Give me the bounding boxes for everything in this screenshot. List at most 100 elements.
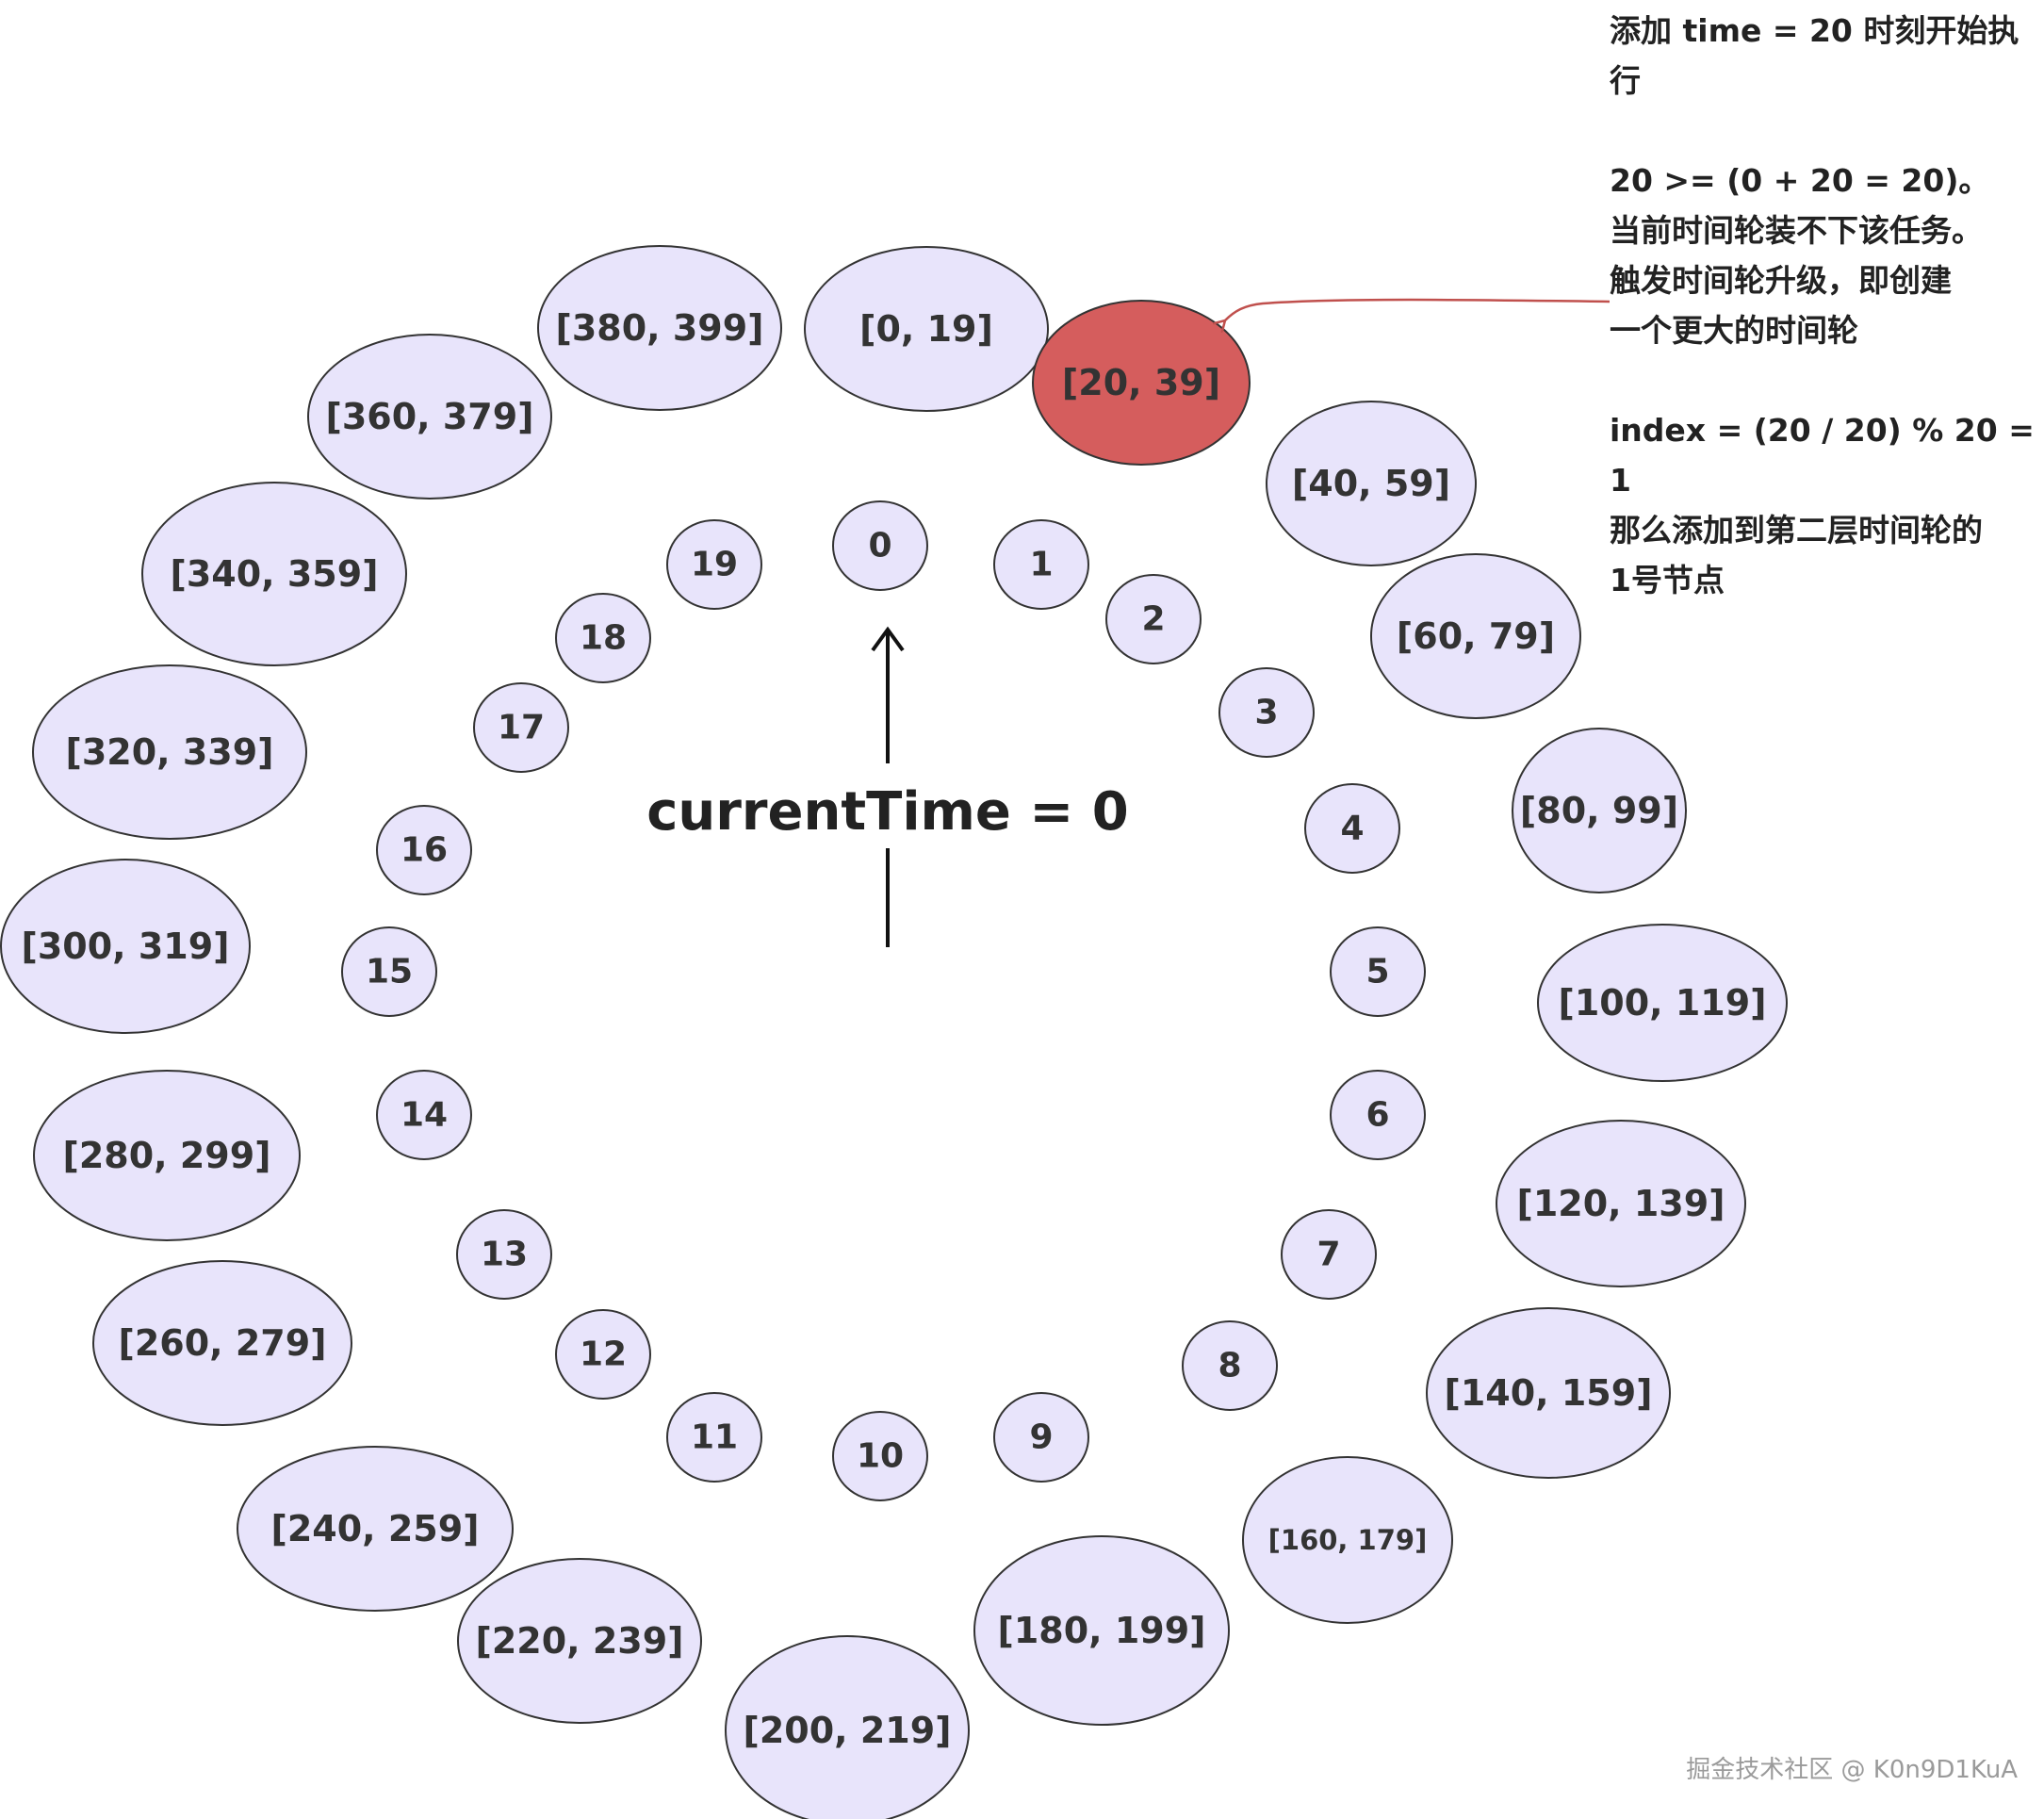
annotation-line: 1号节点: [1610, 562, 1725, 598]
outer-node-shape: [973, 1535, 1230, 1726]
outer-node: [0, 19]: [804, 246, 1049, 412]
inner-node: 2: [1105, 574, 1202, 664]
inner-node-shape: [1330, 926, 1426, 1017]
inner-node-label: 14: [401, 1096, 448, 1135]
outer-node: [240, 259]: [237, 1446, 514, 1612]
inner-node-shape: [1218, 667, 1315, 758]
outer-node-label: [180, 199]: [997, 1610, 1205, 1651]
annotation-line: 行: [1610, 62, 1641, 99]
inner-node-label: 10: [857, 1437, 904, 1476]
outer-node-label: [300, 319]: [21, 926, 229, 967]
annotation-line: 当前时间轮装不下该任务。: [1610, 212, 1983, 249]
outer-node-label: [380, 399]: [555, 307, 763, 349]
outer-ring: [0, 19] [20, 39] [40, 59] [60, 79] [80, 99] […: [0, 245, 1788, 1819]
outer-node-label: [120, 139]: [1516, 1183, 1725, 1224]
inner-node-label: 0: [868, 527, 891, 565]
outer-node: [140, 159]: [1426, 1307, 1671, 1479]
outer-node-highlighted: [20, 39]: [1032, 300, 1251, 466]
outer-node: [180, 199]: [973, 1535, 1230, 1726]
outer-node-label: [320, 339]: [65, 731, 273, 773]
outer-node-shape: [32, 664, 307, 840]
inner-node: 14: [376, 1070, 472, 1160]
outer-node-label: [220, 239]: [475, 1620, 683, 1662]
outer-node-label: [160, 179]: [1268, 1524, 1428, 1556]
outer-node-shape: [1426, 1307, 1671, 1479]
outer-node: [360, 379]: [307, 334, 552, 500]
inner-node-shape: [666, 519, 762, 610]
inner-node-shape: [555, 593, 651, 683]
inner-node-shape: [1182, 1320, 1278, 1411]
inner-node-label: 13: [481, 1236, 528, 1274]
inner-node-label: 11: [691, 1418, 738, 1457]
outer-node: [200, 219]: [725, 1635, 970, 1819]
annotation-line: 一个更大的时间轮: [1610, 312, 1858, 349]
inner-node: 18: [555, 593, 651, 683]
inner-node: 16: [376, 805, 472, 895]
outer-node-shape: [141, 482, 407, 666]
outer-node-label: [40, 59]: [1292, 463, 1450, 504]
outer-node: [100, 119]: [1537, 924, 1788, 1082]
outer-node-shape: [725, 1635, 970, 1819]
inner-node: 6: [1330, 1070, 1426, 1160]
outer-node: [280, 299]: [33, 1070, 301, 1241]
inner-node-shape: [1105, 574, 1202, 664]
outer-node-shape: [1496, 1120, 1746, 1287]
outer-node-label: [240, 259]: [270, 1508, 479, 1549]
inner-node-label: 8: [1218, 1347, 1241, 1385]
outer-node-label: [80, 99]: [1520, 790, 1678, 831]
outer-node-label: [140, 159]: [1444, 1372, 1652, 1414]
inner-node-label: 9: [1029, 1418, 1053, 1457]
outer-node-label: [100, 119]: [1558, 982, 1766, 1024]
outer-node-label: [0, 19]: [859, 308, 993, 350]
inner-node-shape: [993, 1392, 1089, 1483]
outer-node-label: [260, 279]: [118, 1322, 326, 1364]
current-time-label: currentTime = 0: [646, 781, 1129, 843]
inner-node: 10: [832, 1411, 928, 1501]
annotation-line: 触发时间轮升级，即创建: [1610, 262, 1952, 299]
inner-node: 11: [666, 1392, 762, 1483]
outer-node-shape: [537, 245, 782, 411]
outer-node-shape: [92, 1260, 352, 1426]
outer-node: [160, 179]: [1242, 1456, 1453, 1624]
outer-node-label: [340, 359]: [170, 553, 378, 595]
outer-node-shape: [1032, 300, 1251, 466]
outer-node-label: [280, 299]: [62, 1135, 270, 1176]
outer-node-shape: [1370, 553, 1581, 719]
outer-node-shape: [237, 1446, 514, 1612]
outer-node-shape: [1537, 924, 1788, 1082]
outer-node-label: [360, 379]: [325, 396, 533, 437]
inner-node-shape: [1330, 1070, 1426, 1160]
annotation-text: 添加 time = 20 时刻开始执 行 20 >= (0 + 20 = 20)…: [1610, 6, 2038, 605]
outer-node-shape: [33, 1070, 301, 1241]
outer-node-shape: [804, 246, 1049, 412]
outer-node: [380, 399]: [537, 245, 782, 411]
outer-node-shape: [1242, 1456, 1453, 1624]
inner-node: 0: [832, 500, 928, 591]
inner-node: 4: [1304, 783, 1400, 874]
inner-node-label: 5: [1365, 953, 1389, 991]
outer-node: [60, 79]: [1370, 553, 1581, 719]
outer-node-label: [60, 79]: [1397, 615, 1555, 657]
inner-node-label: 19: [691, 546, 738, 584]
outer-node: [320, 339]: [32, 664, 307, 840]
inner-node: 17: [473, 682, 569, 773]
outer-node-shape: [457, 1558, 702, 1724]
outer-node-shape: [0, 859, 251, 1034]
outer-node: [300, 319]: [0, 859, 251, 1034]
inner-node-label: 18: [580, 619, 627, 658]
inner-node: 19: [666, 519, 762, 610]
inner-node-shape: [555, 1309, 651, 1400]
inner-node-label: 1: [1029, 546, 1053, 584]
inner-node-label: 17: [498, 709, 545, 747]
inner-node-shape: [993, 519, 1089, 610]
inner-node: 15: [341, 926, 437, 1017]
inner-node: 1: [993, 519, 1089, 610]
annotation-line: index = (20 / 20) % 20 = 1: [1610, 412, 2035, 499]
outer-node: [340, 359]: [141, 482, 407, 666]
inner-node-shape: [376, 805, 472, 895]
inner-node: 5: [1330, 926, 1426, 1017]
inner-node-label: 6: [1365, 1096, 1389, 1135]
inner-node: 3: [1218, 667, 1315, 758]
outer-node-label: [200, 219]: [743, 1710, 951, 1751]
